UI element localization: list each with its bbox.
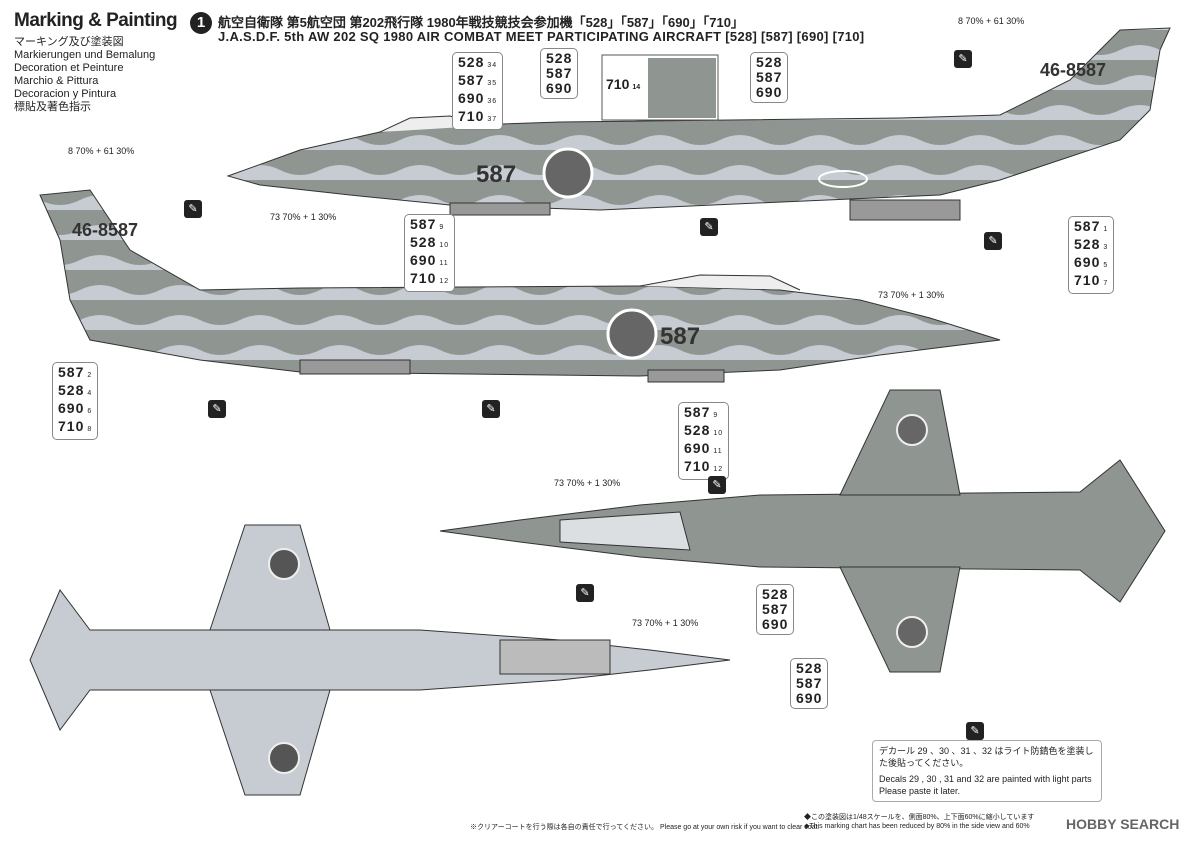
decal-note: デカール 29 、30 、31 、32 はライト防錆色を塗装した後貼ってください… [872,740,1102,802]
brush-icon: ✎ [700,218,718,236]
nose-number-lower: 587 [660,323,700,350]
brush-icon: ✎ [208,400,226,418]
top-view [439,389,1166,673]
footer-left-note: ※クリアーコートを行う際は各自の責任で行ってください。 Please go at… [470,824,820,831]
brush-icon: ✎ [482,400,500,418]
mix-label-4: 73 70% + 1 30% [878,290,945,300]
lang-jp: マーキング及び塗装図 [14,36,124,48]
brush-icon: ✎ [184,200,202,218]
bottom-view [29,524,731,796]
lang-fr: Decoration et Peinture [14,62,124,74]
footer-scale-jp: ◆この塗装図は1/48スケールを、側面80%、上下面60%に縮小しています [804,814,1035,821]
tail-code-upper: 46-8587 [1040,60,1106,80]
note-jp: デカール 29 、30 、31 、32 はライト防錆色を塗装した後貼ってください… [879,746,1094,768]
lang-es: Decoracion y Pintura [14,88,117,100]
scheme-number: 1 [190,12,212,34]
brand-watermark: HOBBY SEARCH [1066,816,1180,832]
brush-icon: ✎ [954,50,972,68]
mix-label-2: 8 70% + 61 30% [68,146,135,156]
mix-label-3: 73 70% + 1 30% [270,212,337,222]
brush-icon: ✎ [576,584,594,602]
nose-number-upper: 587 [476,161,516,188]
tail-code-lower: 46-8587 [72,220,138,240]
inset-detail [648,58,716,118]
page-title: Marking & Painting [14,10,178,31]
brush-icon: ✎ [966,722,984,740]
lang-it: Marchio & Pittura [14,75,99,87]
mix-label-6: 73 70% + 1 30% [632,618,699,628]
note-en: Decals 29 , 30 , 31 and 32 are painted w… [879,774,1092,796]
brush-icon: ✎ [984,232,1002,250]
side-view-lower [39,189,1001,383]
side-view-upper [226,27,1171,221]
lang-cn: 標貼及著色指示 [14,101,91,113]
footer-scale-en: ◆This marking chart has been reduced by … [804,823,1030,830]
en-heading: J.A.S.D.F. 5th AW 202 SQ 1980 AIR COMBAT… [218,29,865,44]
brush-icon: ✎ [708,476,726,494]
mix-label-5: 73 70% + 1 30% [554,478,621,488]
lang-de: Markierungen und Bemalung [14,49,156,61]
mix-label-1: 8 70% + 61 30% [958,16,1025,26]
jp-heading: 航空自衛隊 第5航空団 第202飛行隊 1980年戦技競技会参加機「528」「5… [218,15,744,30]
